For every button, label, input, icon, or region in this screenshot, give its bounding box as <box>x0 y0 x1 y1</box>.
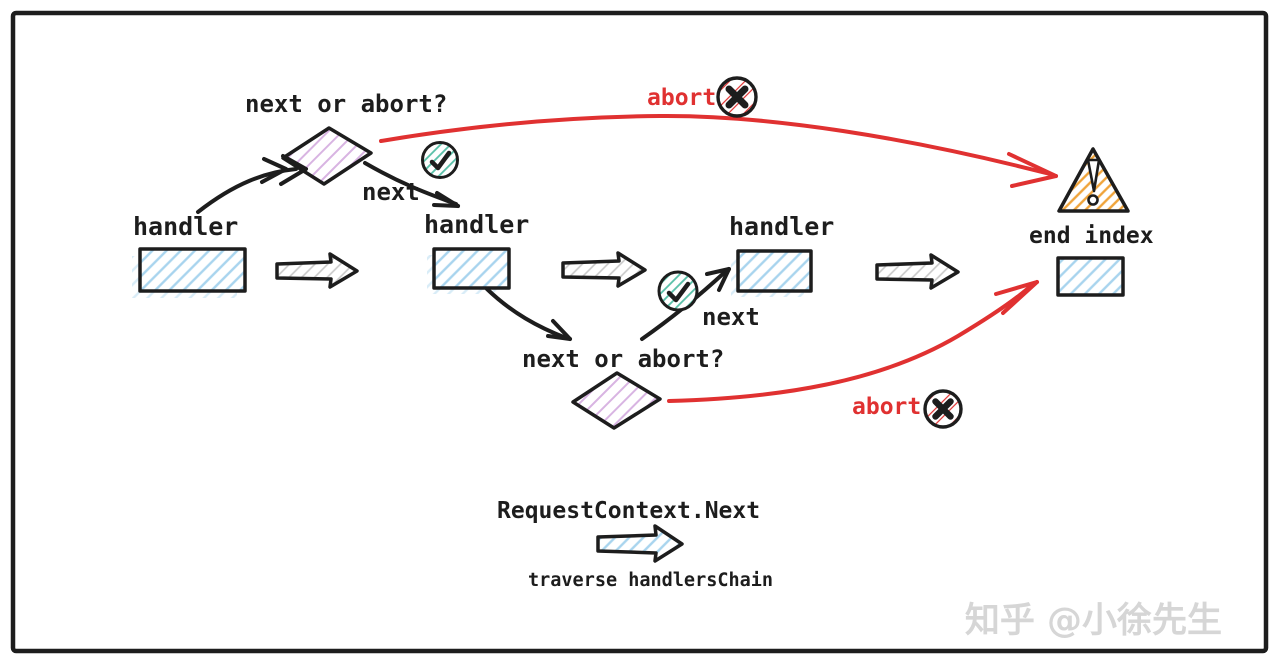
decision-top-label: next or abort? <box>245 90 447 118</box>
handler-node-1: handler <box>132 212 247 298</box>
chain-arrow-1 <box>275 252 359 289</box>
warning-triangle-icon <box>1057 147 1130 213</box>
legend-title: RequestContext.Next <box>497 498 760 524</box>
legend-caption: traverse handlersChain <box>528 570 773 591</box>
legend: RequestContext.Next traverse handlersCha… <box>497 498 773 591</box>
check-circle-icon-1 <box>421 141 459 179</box>
edge-handler2-to-decision-bottom <box>485 287 572 341</box>
handler3-box <box>736 249 813 293</box>
next-top-label: next <box>362 178 420 206</box>
outer-frame <box>10 10 1269 654</box>
end-index-node: end index <box>1029 147 1154 297</box>
decision-bottom-diamond <box>571 371 662 430</box>
end-index-box <box>1056 256 1125 297</box>
handler-node-2: handler <box>424 210 529 294</box>
x-circle-icon-2 <box>923 389 963 429</box>
edge-decision-top-next <box>363 161 460 208</box>
decision-bottom-label: next or abort? <box>522 345 724 373</box>
edge-abort-bottom <box>667 280 1039 403</box>
chain-arrow-2 <box>561 251 647 288</box>
abort-top-label: abort <box>647 85 716 111</box>
next-bottom-label: next <box>702 303 760 331</box>
handler1-box <box>138 247 247 293</box>
decision-bottom: next or abort? <box>522 345 724 430</box>
edge-handler1-to-decision-top <box>196 154 308 214</box>
x-circle-icon-1 <box>716 76 758 118</box>
end-index-label: end index <box>1029 223 1154 249</box>
legend-arrow-icon <box>596 524 684 563</box>
handler1-label: handler <box>133 212 238 241</box>
handler2-box <box>432 247 511 290</box>
edge-abort-top <box>379 113 1058 188</box>
handler-node-3: handler <box>729 212 834 297</box>
abort-bottom-label: abort <box>852 394 921 420</box>
watermark: 知乎 @小徐先生 <box>965 601 1222 641</box>
handler3-label: handler <box>729 212 834 241</box>
handler2-label: handler <box>424 210 529 239</box>
check-circle-icon-2 <box>657 270 699 312</box>
chain-arrow-3 <box>875 253 960 290</box>
